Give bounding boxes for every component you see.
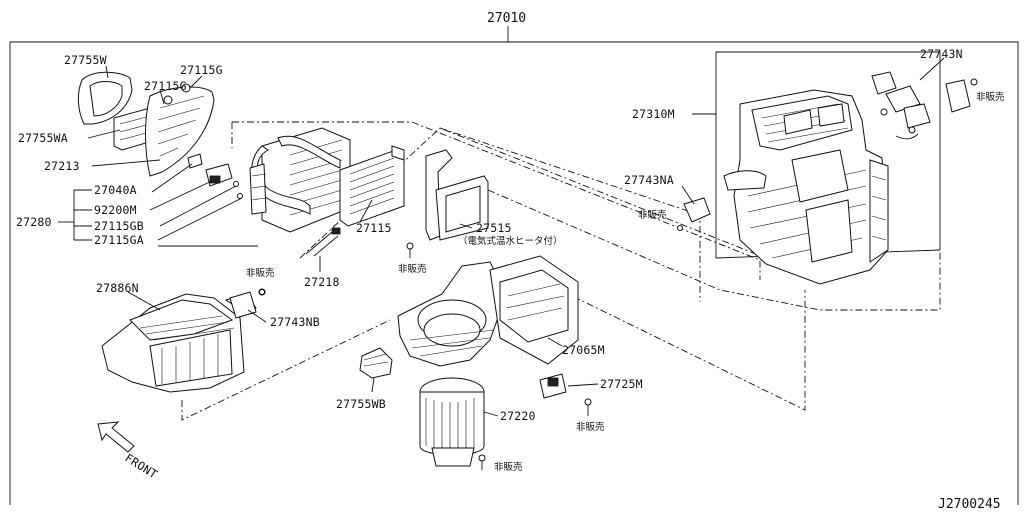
note-nfs-6: 非販売 <box>494 461 523 473</box>
heater-core <box>339 145 405 227</box>
label-27280: 27280 <box>16 215 52 229</box>
gasket-cluster <box>77 71 243 199</box>
label-27755wa: 27755WA <box>18 131 68 145</box>
note-nfs-1: 非販売 <box>976 91 1005 103</box>
note-nfs-3: 非販売 <box>398 263 427 275</box>
leader-lines <box>58 57 945 417</box>
blower-case <box>397 255 592 416</box>
front-label: FRONT <box>122 451 160 482</box>
heater-unit <box>677 89 889 285</box>
evaporator-assembly <box>249 127 351 233</box>
label-27115g-b: 27115G <box>180 63 223 77</box>
label-27115g-a: 27115G <box>144 79 187 93</box>
label-27886n: 27886N <box>96 281 139 295</box>
label-27515: 27515 <box>476 221 512 235</box>
label-27743na: 27743NA <box>624 173 674 187</box>
assembly-bracket: 27010 <box>9 11 1019 505</box>
label-92200m: 92200M <box>94 203 137 217</box>
front-arrow: FRONT <box>97 421 160 482</box>
label-27040a: 27040A <box>94 183 137 197</box>
blower-motor <box>419 377 486 470</box>
label-27115gb: 27115GB <box>94 219 144 233</box>
label-27213: 27213 <box>44 159 80 173</box>
label-27310m: 27310M <box>632 107 675 121</box>
label-27115: 27115 <box>356 221 392 235</box>
actuator-top-right <box>871 71 978 140</box>
label-27065m: 27065M <box>562 343 605 357</box>
heater-bracket <box>406 149 489 258</box>
note-electric-heater: （電気式温水ヒータ付） <box>458 235 563 247</box>
note-nfs-4: 非販売 <box>246 267 275 279</box>
sensor-wire <box>305 227 341 257</box>
label-27220: 27220 <box>500 409 536 423</box>
label-27743nb: 27743NB <box>270 315 320 329</box>
note-nfs-2: 非販売 <box>638 209 667 221</box>
not-for-sale-notes: 非販売 非販売 非販売 非販売 非販売 非販売 <box>246 91 1005 473</box>
intake-unit <box>101 288 266 393</box>
filter-cap <box>359 347 393 379</box>
label-27755wb: 27755WB <box>336 397 386 411</box>
label-27755w: 27755W <box>64 53 107 67</box>
label-27218: 27218 <box>304 275 340 289</box>
label-27115ga: 27115GA <box>94 233 144 247</box>
label-27743n: 27743N <box>920 47 963 61</box>
part-labels: 27755W 27115G 27115G 27755WA 27213 27040… <box>16 47 963 423</box>
assembly-label: 27010 <box>487 11 526 26</box>
note-nfs-5: 非販売 <box>576 421 605 433</box>
reference-code: J2700245 <box>938 497 1001 512</box>
label-27725m: 27725M <box>600 377 643 391</box>
